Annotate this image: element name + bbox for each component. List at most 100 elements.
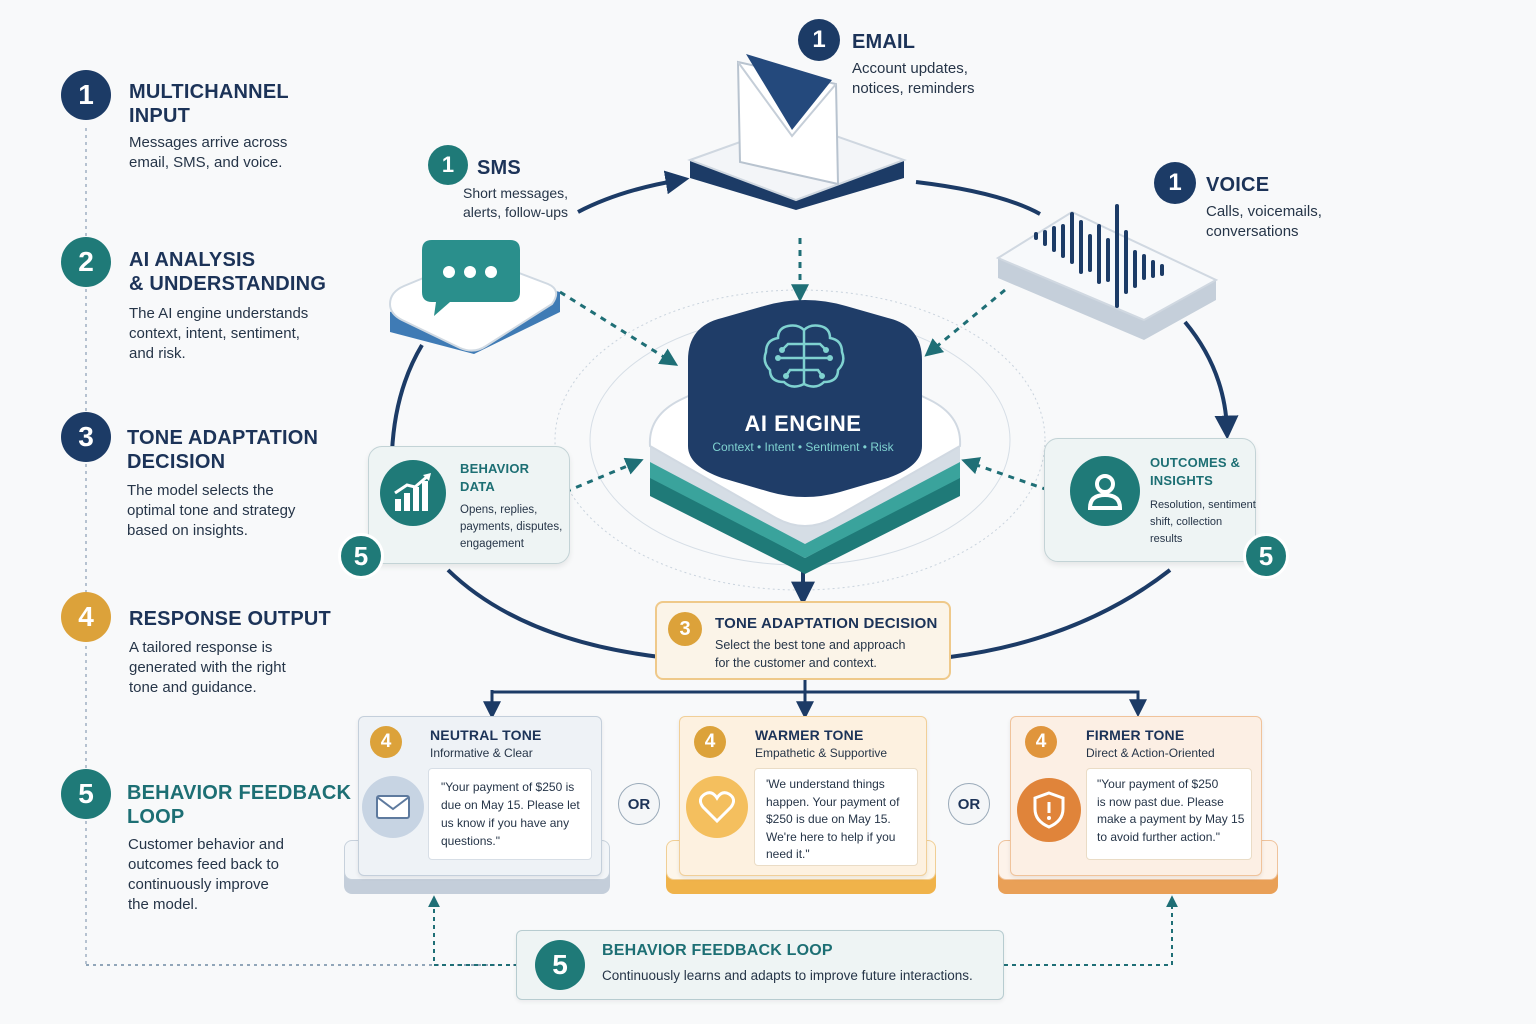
quote-line: $250 is due on May 15. <box>766 812 891 826</box>
quote-line: make a payment by May 15 <box>1097 812 1245 826</box>
envelope-icon <box>687 54 907 210</box>
desc-line: results <box>1150 533 1183 545</box>
engine-platform <box>648 300 962 574</box>
card-title-line: DATA <box>460 479 495 494</box>
step-badge: 3 <box>668 612 702 646</box>
card-description: Resolution, sentiment shift, collection … <box>1150 497 1256 548</box>
desc-line: Calls, voicemails, <box>1206 203 1322 220</box>
step-title: AI ANALYSIS & UNDERSTANDING <box>129 248 326 296</box>
quote-box <box>754 768 918 866</box>
desc-line: shift, collection <box>1150 516 1223 528</box>
quote-line: We're here to help if you <box>766 829 896 844</box>
desc-line: continuously improve <box>128 876 269 893</box>
brain-circuit-icon <box>763 324 845 388</box>
step-badge: 1 <box>61 70 111 120</box>
tone-subtitle: Direct & Action-Oriented <box>1086 746 1215 760</box>
step-title: TONE ADAPTATION DECISION <box>127 426 318 474</box>
person-icon <box>1070 456 1140 526</box>
step-title-line: TONE ADAPTATION <box>127 427 319 449</box>
desc-line: conversations <box>1206 222 1299 240</box>
channel-title: VOICE <box>1206 174 1270 196</box>
feedback-title: BEHAVIOR FEEDBACK LOOP <box>602 942 833 959</box>
desc-line: engagement <box>460 538 524 550</box>
step-description: Messages arrive across email, SMS, and v… <box>129 133 287 172</box>
step-badge: 1 <box>1154 162 1196 204</box>
quote-text: 'We understand things happen. Your payme… <box>766 776 899 864</box>
desc-line: notices, reminders <box>852 79 975 97</box>
desc-line: The AI engine understands <box>129 305 309 322</box>
step-badge: 4 <box>694 726 726 758</box>
step-description: The AI engine understands context, inten… <box>129 304 308 364</box>
engine-subtitle: Context • Intent • Sentiment • Risk <box>712 440 894 454</box>
quote-line: questions." <box>441 834 500 848</box>
tone-title: FIRMER TONE <box>1086 727 1185 743</box>
card-description: Opens, replies, payments, disputes, enga… <box>460 502 562 553</box>
step-title-line: DECISION <box>127 451 226 473</box>
or-separator: OR <box>618 783 660 825</box>
desc-line: and risk. <box>129 345 186 362</box>
desc-line: based on insights. <box>127 522 248 539</box>
step-title-line: BEHAVIOR FEEDBACK <box>127 782 352 804</box>
quote-line: happen. Your payment of <box>766 794 900 809</box>
desc-line: for the customer and context. <box>715 656 877 670</box>
decision-panel <box>655 601 951 680</box>
desc-line: generated with the right <box>129 659 286 676</box>
desc-line: Messages arrive across <box>129 134 288 151</box>
quote-line: to avoid further action." <box>1097 829 1220 844</box>
card-title-line: BEHAVIOR <box>460 461 530 476</box>
chat-bubble-icon <box>388 240 560 354</box>
step-title-line: & UNDERSTANDING <box>129 273 327 295</box>
desc-line: The model selects the <box>127 482 274 499</box>
tone-title: NEUTRAL TONE <box>430 727 542 743</box>
step-badge: 4 <box>61 592 111 642</box>
step-description: Customer behavior and outcomes feed back… <box>128 835 284 915</box>
desc-line: outcomes feed back to <box>128 856 279 873</box>
quote-text: "Your payment of $250 is due on May 15. … <box>441 778 580 850</box>
card-title: OUTCOMES & INSIGHTS <box>1150 454 1240 490</box>
quote-line: need it." <box>766 847 810 861</box>
tone-subtitle: Empathetic & Supportive <box>755 746 888 760</box>
card-title: BEHAVIOR DATA <box>460 460 529 496</box>
step-title-line: RESPONSE OUTPUT <box>129 608 331 630</box>
quote-text: "Your payment of $250 is now past due. P… <box>1097 776 1244 846</box>
step-description: A tailored response is generated with th… <box>129 638 286 698</box>
bar-chart-icon <box>380 460 446 526</box>
step-badge: 4 <box>1025 726 1057 758</box>
shield-alert-icon <box>1017 778 1081 842</box>
quote-box <box>1086 768 1252 860</box>
desc-line: Select the best tone and approach <box>715 638 906 652</box>
step-badge: 5 <box>61 769 111 819</box>
step-description: The model selects the optimal tone and s… <box>127 481 295 541</box>
step-title-line: LOOP <box>127 806 185 828</box>
desc-line: Resolution, sentiment <box>1150 499 1256 511</box>
desc-line: optimal tone and strategy <box>127 502 296 519</box>
desc-line: Short messages, <box>463 185 569 201</box>
desc-line: context, intent, sentiment, <box>129 325 300 342</box>
channel-title: EMAIL <box>852 31 916 53</box>
feedback-description: Continuously learns and adapts to improv… <box>602 968 973 983</box>
quote-line: is now past due. Please <box>1097 794 1224 809</box>
quote-line: due on May 15. Please let <box>441 798 580 812</box>
desc-line: A tailored response is <box>129 639 273 656</box>
quote-line: us know if you have any <box>441 816 570 830</box>
desc-line: email, SMS, and voice. <box>129 153 283 171</box>
engine-title: AI ENGINE <box>744 411 862 436</box>
step-title-line: MULTICHANNEL <box>129 81 289 103</box>
step-badge: 2 <box>61 237 111 287</box>
step-title: MULTICHANNEL INPUT <box>129 80 289 128</box>
step-title: RESPONSE OUTPUT <box>129 607 331 631</box>
tone-subtitle: Informative & Clear <box>430 746 533 760</box>
desc-line: alerts, follow-ups <box>463 204 569 220</box>
step-badge: 4 <box>370 726 402 758</box>
desc-line: tone and guidance. <box>129 679 257 696</box>
quote-box <box>428 768 592 860</box>
envelope-icon <box>362 776 424 838</box>
step-badge: 5 <box>535 940 585 990</box>
step-badge: 1 <box>798 19 840 61</box>
channel-description: Short messages, alerts, follow-ups <box>463 184 568 222</box>
or-separator: OR <box>948 783 990 825</box>
quote-line: "Your payment of $250 <box>1097 777 1219 791</box>
channel-description: Account updates, notices, reminders <box>852 59 975 98</box>
tone-title: WARMER TONE <box>755 727 864 743</box>
desc-line: Account updates, <box>852 60 968 77</box>
